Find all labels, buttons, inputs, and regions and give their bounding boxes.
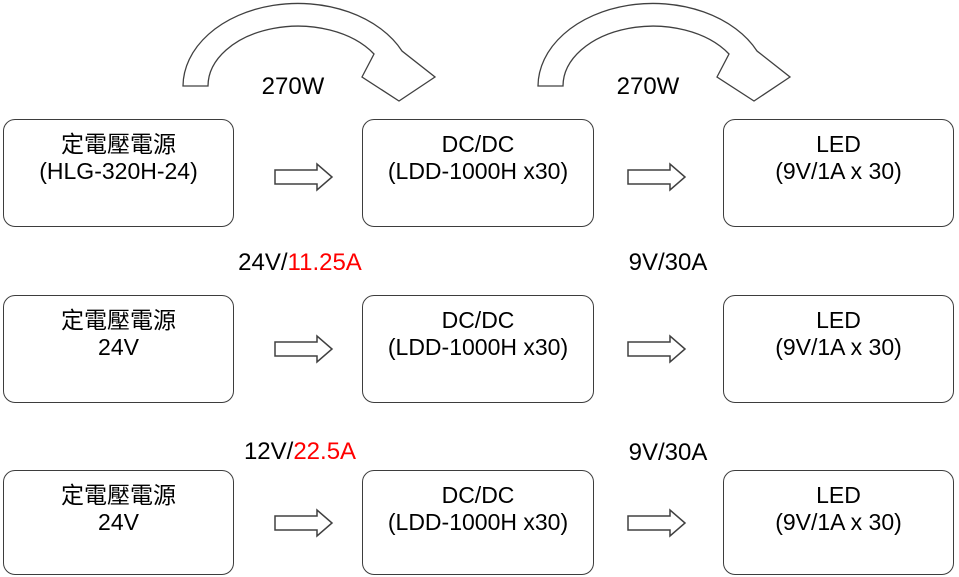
source-box-row3: 定電壓電源 24V bbox=[3, 470, 234, 575]
led-box-row1: LED (9V/1A x 30) bbox=[723, 119, 954, 227]
led-box-row3-title: LED bbox=[816, 482, 861, 508]
flow-arrow-icon bbox=[627, 334, 687, 364]
dcdc-box-row2-title: DC/DC bbox=[441, 307, 515, 333]
source-box-row3-title: 定電壓電源 bbox=[61, 482, 176, 508]
curved-power-arrow-right-icon bbox=[537, 2, 792, 102]
source-box-row2-title: 定電壓電源 bbox=[61, 307, 176, 333]
flow-arrow-icon bbox=[274, 508, 334, 538]
source-box-row1-model: (HLG-320H-24) bbox=[39, 158, 198, 184]
link-label-row3-input: 12V/22.5A bbox=[230, 439, 370, 465]
dcdc-box-row3-model: (LDD-1000H x30) bbox=[387, 509, 569, 535]
led-box-row2-spec: (9V/1A x 30) bbox=[775, 334, 902, 360]
flow-arrow-icon bbox=[274, 334, 334, 364]
led-box-row2: LED (9V/1A x 30) bbox=[723, 295, 954, 403]
source-box-row1-title: 定電壓電源 bbox=[61, 131, 176, 157]
flow-arrow-icon bbox=[627, 162, 687, 192]
source-box-row3-voltage: 24V bbox=[98, 509, 139, 535]
dcdc-box-row3: DC/DC (LDD-1000H x30) bbox=[362, 470, 594, 575]
power-label-270w-left: 270W bbox=[261, 73, 325, 100]
source-box-row1: 定電壓電源 (HLG-320H-24) bbox=[3, 119, 234, 227]
link-label-row3-current: 22.5A bbox=[293, 438, 357, 465]
flow-arrow-icon bbox=[627, 508, 687, 538]
led-box-row3-spec: (9V/1A x 30) bbox=[775, 509, 902, 535]
dcdc-box-row1-title: DC/DC bbox=[441, 131, 515, 157]
led-box-row3: LED (9V/1A x 30) bbox=[723, 470, 954, 575]
led-box-row1-spec: (9V/1A x 30) bbox=[775, 158, 902, 184]
link-label-row3-voltage: 12V/ bbox=[243, 438, 294, 465]
dcdc-box-row2-model: (LDD-1000H x30) bbox=[387, 334, 569, 360]
link-label-row2-input: 24V/11.25A bbox=[230, 250, 370, 276]
power-label-270w-right: 270W bbox=[616, 73, 680, 100]
source-box-row2-voltage: 24V bbox=[98, 334, 139, 360]
link-label-row2-voltage: 24V/ bbox=[238, 249, 288, 276]
dcdc-box-row1-model: (LDD-1000H x30) bbox=[387, 158, 569, 184]
dcdc-box-row2: DC/DC (LDD-1000H x30) bbox=[362, 295, 594, 403]
dcdc-box-row3-title: DC/DC bbox=[441, 482, 515, 508]
led-box-row2-title: LED bbox=[816, 307, 861, 333]
link-label-row2-output: 9V/30A bbox=[628, 249, 708, 276]
link-label-row2-current: 11.25A bbox=[287, 249, 362, 276]
curved-power-arrow-left-icon bbox=[182, 2, 437, 102]
dcdc-box-row1: DC/DC (LDD-1000H x30) bbox=[362, 119, 594, 227]
flow-arrow-icon bbox=[274, 162, 334, 192]
link-label-row3-output: 9V/30A bbox=[628, 439, 708, 466]
source-box-row2: 定電壓電源 24V bbox=[3, 295, 234, 403]
led-box-row1-title: LED bbox=[816, 131, 861, 157]
